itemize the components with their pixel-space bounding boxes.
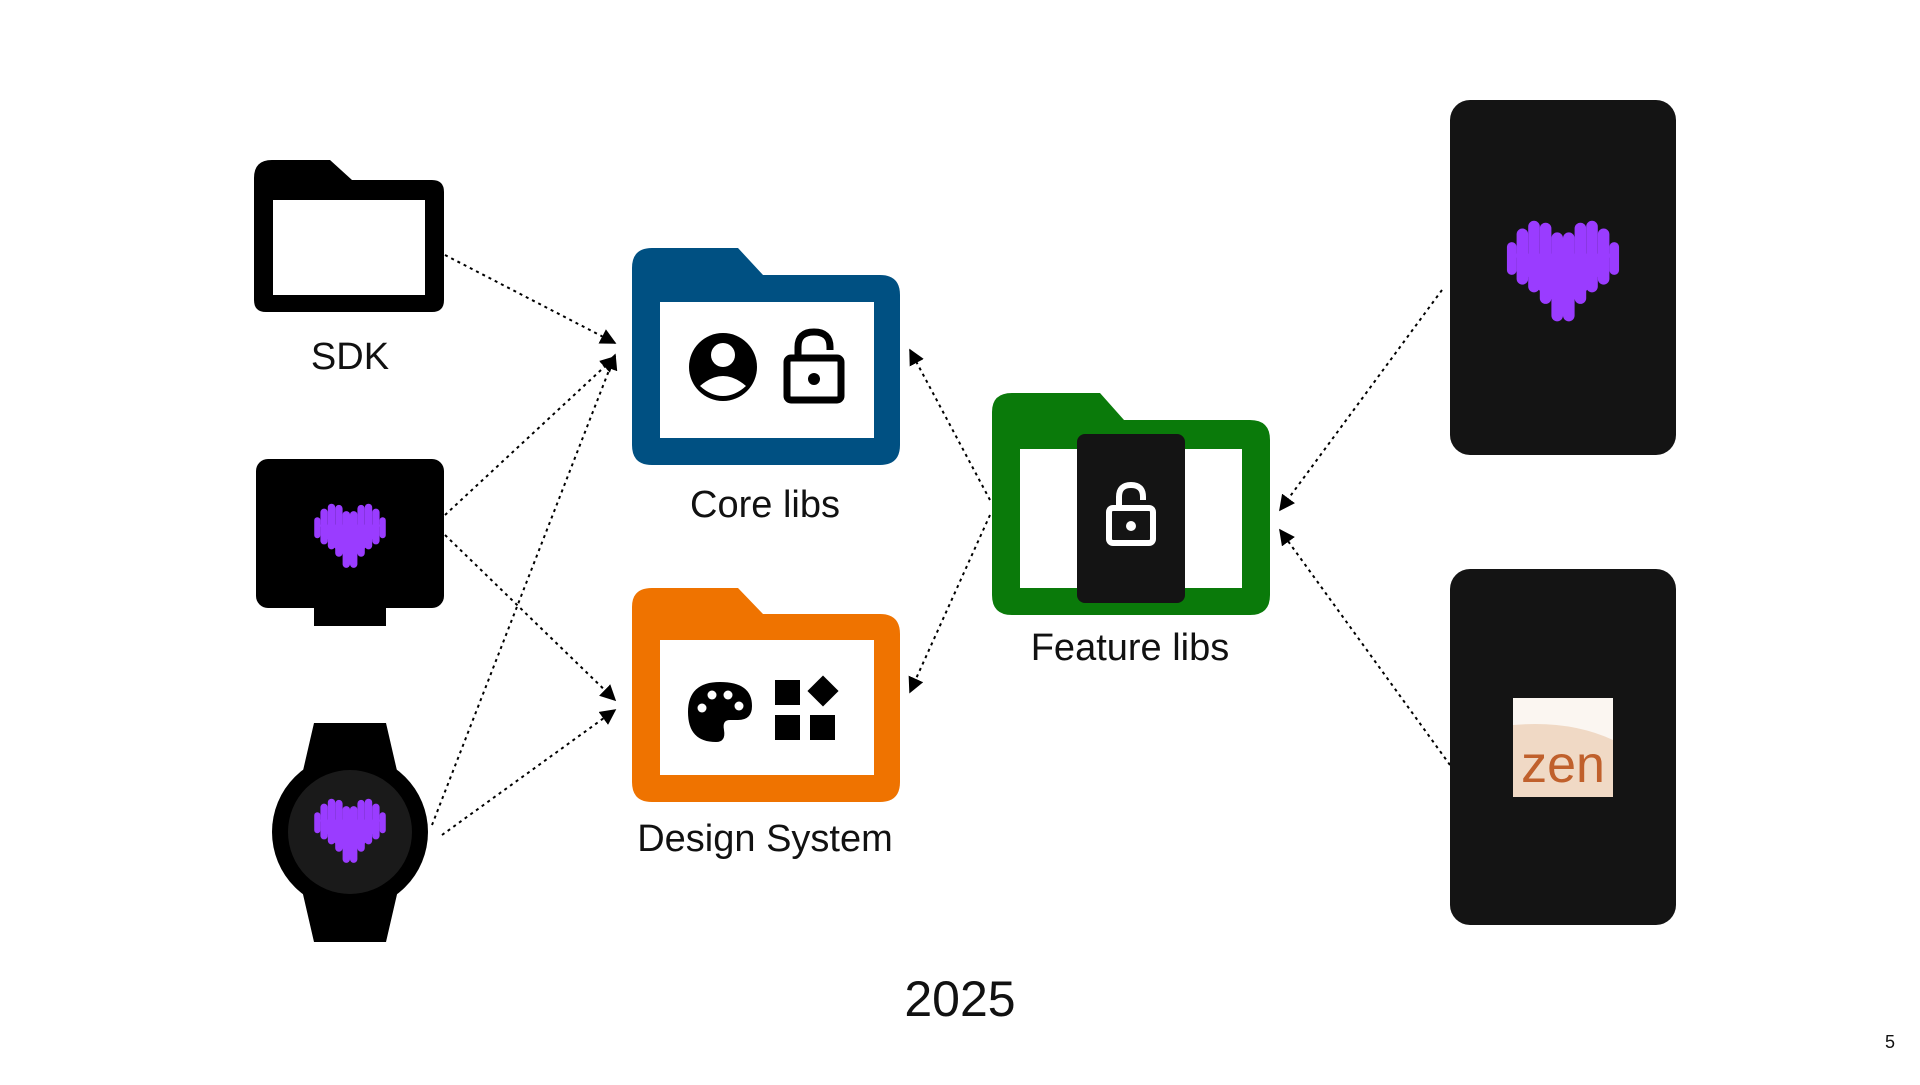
zen-logo-text: zen xyxy=(1521,736,1605,794)
arrow-feature-to-design xyxy=(908,514,991,694)
page-number: 5 xyxy=(1884,1032,1895,1052)
phone-zen-app: zen xyxy=(1450,569,1676,925)
arrow-watch-to-core xyxy=(431,353,618,826)
arrow-sdk-to-core xyxy=(444,254,617,344)
sdk-folder-icon xyxy=(254,160,444,312)
palette-icon xyxy=(688,682,752,742)
lock-open-icon xyxy=(783,328,845,404)
sdk-label: SDK xyxy=(310,336,390,378)
arrow-phone1-to-feature xyxy=(1279,289,1443,512)
design-system-folder xyxy=(632,588,900,802)
watch-icon xyxy=(272,723,428,942)
arrows xyxy=(431,254,1451,836)
core-libs-label: Core libs xyxy=(690,484,840,526)
design-system-label: Design System xyxy=(637,818,893,860)
arrow-phone2-to-feature xyxy=(1279,528,1451,766)
arrow-feature-to-core xyxy=(909,348,991,501)
year-label: 2025 xyxy=(904,971,1016,1027)
feature-libs-label: Feature libs xyxy=(1030,627,1230,669)
core-libs-folder xyxy=(632,248,900,465)
feature-libs-folder xyxy=(992,393,1270,615)
tv-icon xyxy=(256,459,444,626)
arrow-tv-to-design xyxy=(444,534,617,702)
account-circle-icon xyxy=(689,333,757,401)
phone-heart-app xyxy=(1450,100,1676,455)
arrow-tv-to-core xyxy=(444,355,617,516)
lock-open-icon xyxy=(1106,481,1156,546)
zen-logo-icon: zen xyxy=(1513,698,1613,797)
arrow-watch-to-design xyxy=(441,709,617,836)
